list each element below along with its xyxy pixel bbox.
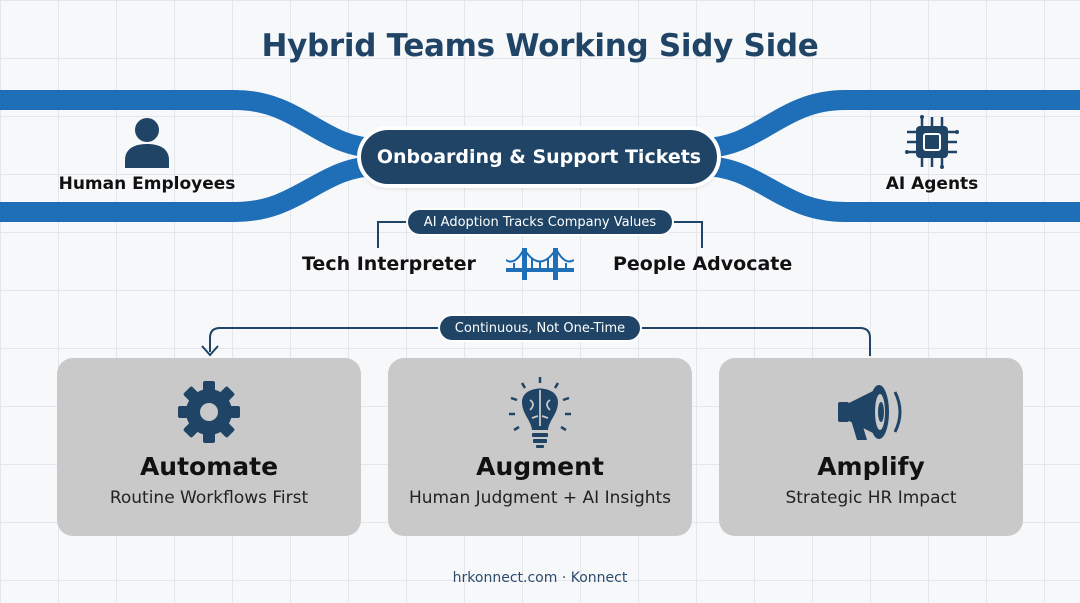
hub-label: Onboarding & Support Tickets	[376, 146, 702, 168]
values-bracket-right	[672, 221, 703, 248]
human-employees-label: Human Employees	[58, 174, 236, 194]
card-title: Augment	[476, 452, 604, 481]
ai-agents-label: AI Agents	[885, 174, 979, 194]
person-icon	[125, 118, 169, 168]
footer-credit: hrkonnect.com · Konnect	[452, 570, 628, 586]
values-bracket-left	[377, 221, 408, 248]
chip-icon	[905, 115, 959, 169]
right-lower-stream	[701, 156, 1080, 222]
values-pill-label: AI Adoption Tracks Company Values	[423, 214, 657, 230]
right-upper-stream	[701, 90, 1080, 158]
megaphone-icon	[838, 385, 902, 440]
brain-bulb-icon	[509, 377, 571, 448]
left-lower-stream	[0, 156, 379, 222]
card-title: Automate	[139, 452, 279, 481]
cycle-arrowhead	[201, 345, 219, 357]
left-upper-stream	[0, 90, 379, 158]
page-title: Hybrid Teams Working Sidy Side	[261, 28, 819, 64]
cycle-pill-label: Continuous, Not One-Time	[454, 320, 626, 336]
role-people-advocate: People Advocate	[613, 253, 793, 275]
card-title: Amplify	[817, 452, 925, 481]
card-subtitle: Strategic HR Impact	[785, 488, 957, 508]
role-tech-interpreter: Tech Interpreter	[302, 253, 476, 275]
hub-pill: Onboarding & Support Tickets	[361, 130, 717, 184]
gear-icon	[178, 381, 240, 443]
cycle-pill: Continuous, Not One-Time	[440, 316, 640, 340]
card-augment: Augment Human Judgment + AI Insights	[388, 358, 692, 536]
values-pill: AI Adoption Tracks Company Values	[408, 210, 672, 234]
card-subtitle: Routine Workflows First	[109, 488, 309, 508]
bridge-icon	[506, 248, 574, 280]
card-subtitle: Human Judgment + AI Insights	[408, 488, 672, 508]
card-amplify: Amplify Strategic HR Impact	[719, 358, 1023, 536]
card-automate: Automate Routine Workflows First	[57, 358, 361, 536]
